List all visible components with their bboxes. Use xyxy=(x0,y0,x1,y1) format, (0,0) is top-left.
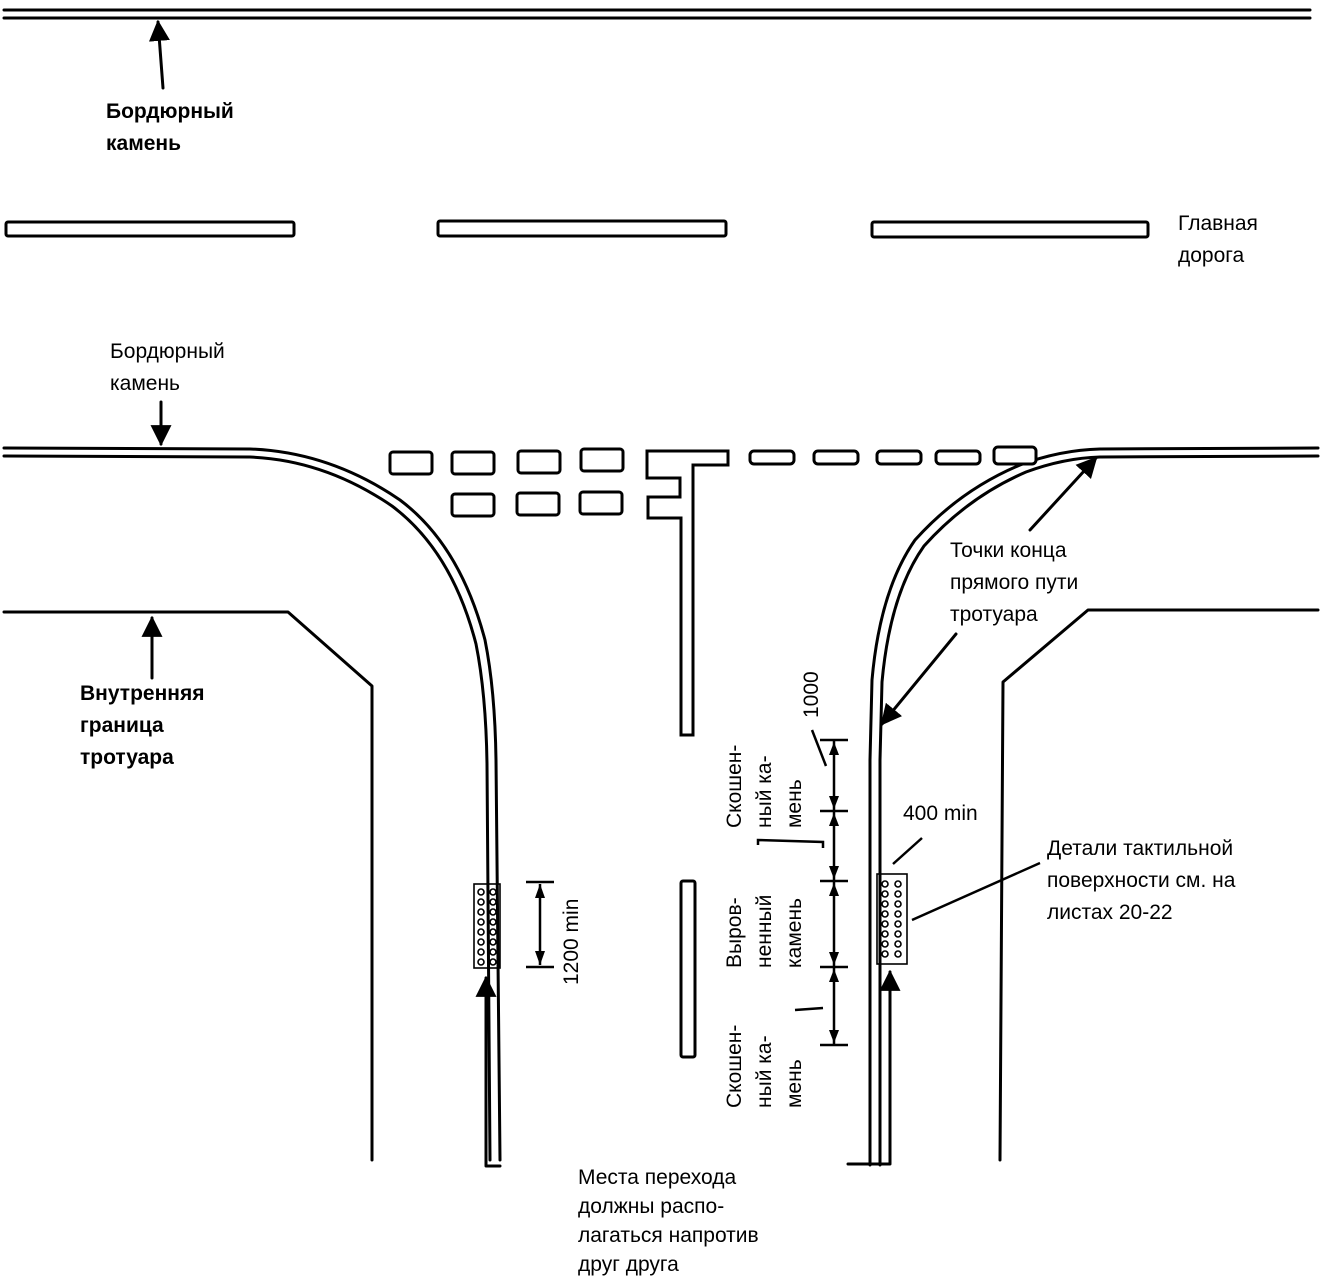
tactile-dots xyxy=(477,888,497,966)
left-inner-sidewalk-edge xyxy=(2,610,374,1162)
straight-path-end-label: Точки конца прямого пути тротуара xyxy=(950,539,1084,626)
dim-1000-label: 1000 xyxy=(800,671,823,718)
svg-text:ненный: ненный xyxy=(753,895,776,968)
left-curb-line xyxy=(2,446,502,1162)
bracket-beveled-top xyxy=(756,838,825,848)
left-tactile-strip xyxy=(473,883,501,969)
crosswalk-block xyxy=(578,490,624,516)
dim-400-leader xyxy=(892,837,923,865)
dim-1000-leader xyxy=(810,729,828,767)
straight-path-end-arrows xyxy=(880,456,1098,726)
level-stone: Выров- ненный камень xyxy=(723,895,806,968)
curb-top-arrow xyxy=(148,19,170,90)
crosswalk-block xyxy=(812,449,860,466)
svg-text:Скошен-: Скошен- xyxy=(723,1025,746,1108)
curb-bottom-label: Бордюрный камень xyxy=(110,340,231,395)
dim-400-label: 400 min xyxy=(903,802,978,825)
bracket-beveled-bottom xyxy=(794,1006,824,1012)
main-road-label: Главная дорога xyxy=(1178,212,1264,267)
crosswalk-block xyxy=(516,449,562,475)
right-crossing-path-arrow xyxy=(846,969,901,1166)
left-crossing-path-arrow xyxy=(475,975,502,1168)
svg-text:ный ка-: ный ка- xyxy=(753,755,776,828)
road-dash xyxy=(4,220,296,238)
right-tactile-strip xyxy=(876,873,908,965)
median-island-lower xyxy=(679,879,697,1059)
crosswalk-block xyxy=(875,449,923,466)
tactile-details-label: Детали тактильной поверхности см. на лис… xyxy=(1047,837,1241,924)
svg-text:мень: мень xyxy=(783,1059,806,1108)
crosswalk-block xyxy=(748,449,796,466)
crosswalk-blocks xyxy=(388,445,1038,518)
dim-1200-min xyxy=(526,880,554,969)
svg-text:ный ка-: ный ка- xyxy=(753,1035,776,1108)
svg-text:мень: мень xyxy=(783,779,806,828)
beveled-stone-bottom: Скошен- ный ка- мень xyxy=(723,1025,806,1108)
svg-text:Скошен-: Скошен- xyxy=(723,745,746,828)
dim-chain-right xyxy=(820,738,848,1047)
svg-text:Выров-: Выров- xyxy=(723,897,746,968)
crosswalk-block xyxy=(450,450,496,476)
road-dash xyxy=(870,220,1150,239)
crosswalk-block xyxy=(992,445,1038,466)
dim-1200-label: 1200 min xyxy=(560,899,583,985)
beveled-stone-top: Скошен- ный ка- мень xyxy=(723,745,806,828)
crosswalk-block xyxy=(515,491,561,517)
crosswalk-block xyxy=(934,449,982,466)
crosswalk-block xyxy=(450,492,496,518)
crosswalk-block xyxy=(388,450,434,476)
tactile-details-leader xyxy=(911,861,1041,922)
right-inner-sidewalk-edge xyxy=(998,608,1320,1162)
median-island xyxy=(645,449,730,737)
crossings-opposite-label: Места перехода должны распо- лагаться на… xyxy=(578,1166,765,1276)
right-curb-line xyxy=(868,446,1320,1167)
inner-sidewalk-label: Внутренняя граница тротуара xyxy=(80,682,210,769)
crosswalk-block xyxy=(579,447,625,473)
svg-text:камень: камень xyxy=(783,898,806,968)
curb-top-label: Бордюрный камень xyxy=(106,100,240,155)
road-centerline xyxy=(4,219,1150,239)
top-curb-line xyxy=(2,8,1312,20)
road-dash xyxy=(436,219,728,238)
